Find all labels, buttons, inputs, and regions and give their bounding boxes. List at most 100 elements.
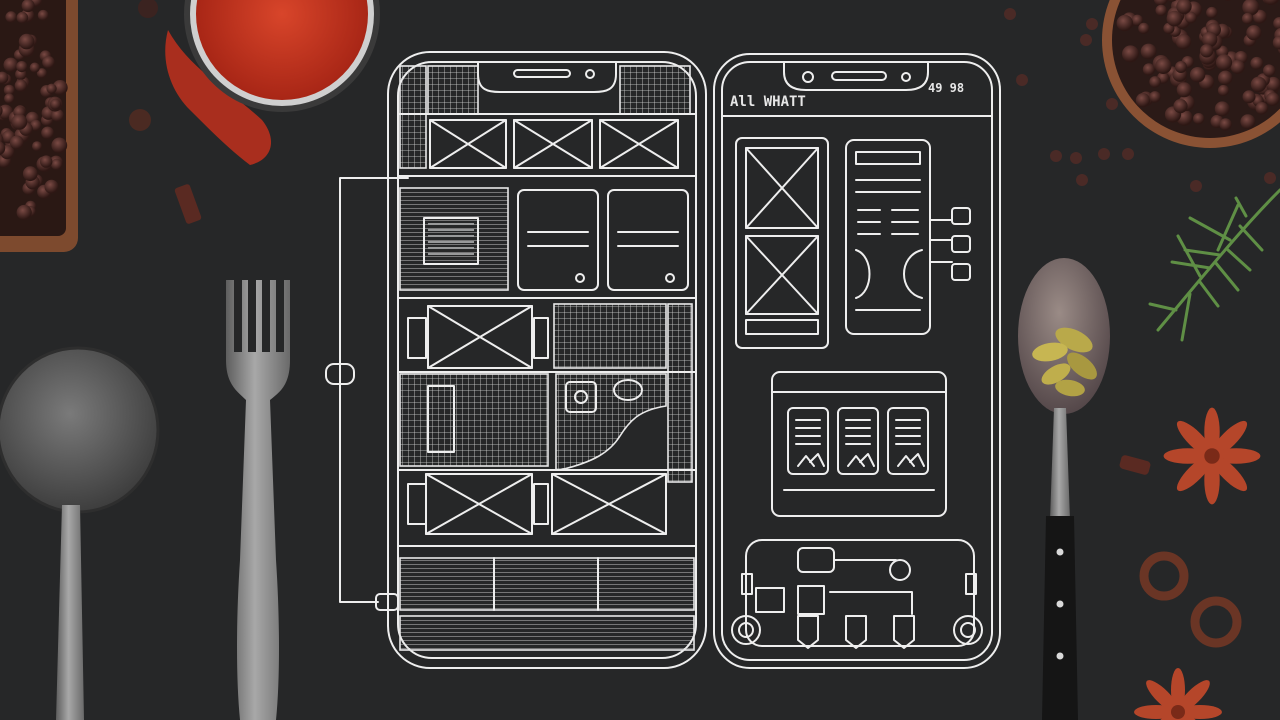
peppercorn (1140, 43, 1157, 60)
peppercorn (50, 98, 61, 110)
peppercorn (1246, 25, 1262, 41)
peppercorn (1116, 14, 1134, 32)
peppercorn (1155, 57, 1172, 74)
peppercorn (16, 61, 28, 73)
peppercorn (1176, 0, 1192, 15)
peppercorn (3, 57, 19, 73)
peppercorn (16, 11, 29, 24)
peppercorn (1086, 18, 1098, 30)
peppercorn (1149, 91, 1161, 103)
peppercorn (1189, 67, 1206, 83)
cinnamon-piece (174, 184, 202, 224)
peppercorn (1273, 17, 1280, 30)
peppercorn (1098, 148, 1110, 160)
peppercorn (1241, 12, 1254, 25)
peppercorn (1263, 64, 1276, 77)
peppercorn (4, 93, 15, 104)
peppercorn (1272, 35, 1280, 50)
peppercorn (51, 109, 64, 122)
peppercorn (1122, 45, 1139, 63)
peppercorn (1224, 0, 1232, 1)
image-placeholder-icon (425, 473, 533, 535)
peppercorn (21, 0, 35, 13)
connector-node (375, 593, 399, 611)
image-placeholder-icon (551, 473, 667, 535)
cinnamon-piece (1119, 455, 1151, 475)
header-text: All WHATT (730, 94, 806, 110)
peppercorn (1202, 31, 1218, 48)
peppercorn (1193, 113, 1205, 125)
peppercorn (51, 158, 63, 171)
right-phone-wireframe: All WHATT 49 98 (713, 53, 1001, 669)
peppercorn (46, 83, 57, 94)
peppercorn (1004, 8, 1016, 20)
peppercorn (1206, 6, 1218, 19)
peppercorn (1250, 56, 1264, 70)
recipe-card (845, 139, 931, 335)
peppercorn (1080, 34, 1092, 46)
peppercorn (36, 68, 48, 79)
peppercorn (52, 80, 68, 96)
rosemary-sprig (1148, 188, 1280, 342)
peppercorn (1016, 74, 1028, 86)
tag-connectors (929, 207, 971, 281)
peppercorn (22, 166, 38, 182)
left-phone-wireframe (325, 51, 707, 669)
peppercorn (1255, 102, 1269, 115)
peppercorn (1200, 44, 1214, 58)
peppercorn (1131, 14, 1144, 26)
peppercorn (1155, 4, 1167, 17)
peppercorn (16, 204, 32, 221)
peppercorn (1122, 148, 1134, 160)
content-card (517, 189, 599, 291)
text-card (399, 187, 509, 291)
peppercorn (0, 105, 3, 117)
peppercorn (1173, 99, 1188, 114)
peppercorn (1214, 101, 1230, 117)
peppercorn (138, 0, 158, 18)
peppercorn (1175, 61, 1187, 73)
paprika-bowl (165, 0, 380, 165)
peppercorn (5, 11, 17, 23)
peppercorn (0, 71, 9, 84)
ladle (0, 346, 160, 720)
peppercorn (30, 119, 42, 131)
peppercorn-bowl-right (1102, 0, 1280, 148)
peppercorn (44, 179, 59, 194)
peppercorn (1070, 152, 1082, 164)
peppercorn (1185, 11, 1197, 24)
peppercorn (1176, 82, 1192, 98)
peppercorn (40, 155, 53, 168)
peppercorn (129, 109, 151, 131)
peppercorn (1217, 84, 1230, 97)
camera-dot (901, 72, 911, 82)
clove-rings (1139, 551, 1242, 648)
content-card (607, 189, 689, 291)
image-placeholder-icon (599, 119, 679, 169)
peppercorn (0, 141, 6, 156)
peppercorn (1265, 92, 1280, 106)
product-panel (771, 371, 947, 517)
speaker-slot (513, 69, 571, 78)
peppercorn (1166, 10, 1183, 27)
peppercorn (29, 62, 40, 73)
peppercorn (1076, 174, 1088, 186)
peppercorn (42, 56, 55, 69)
camera-dot (585, 69, 595, 79)
status-text: 49 98 (928, 81, 964, 95)
camera-dot (802, 71, 814, 83)
peppercorn (41, 126, 54, 140)
peppercorn (1175, 34, 1192, 50)
peppercorn (3, 84, 15, 96)
fork (226, 280, 290, 720)
peppercorn (37, 9, 49, 21)
peppercorn (1250, 76, 1267, 93)
image-placeholder-icon (513, 119, 593, 169)
peppercorn (1190, 180, 1202, 192)
peppercorn (1242, 0, 1260, 16)
peppercorn (18, 33, 35, 50)
peppercorn (1219, 118, 1232, 131)
peppercorn (1149, 76, 1161, 88)
speaker-slot (831, 71, 887, 81)
